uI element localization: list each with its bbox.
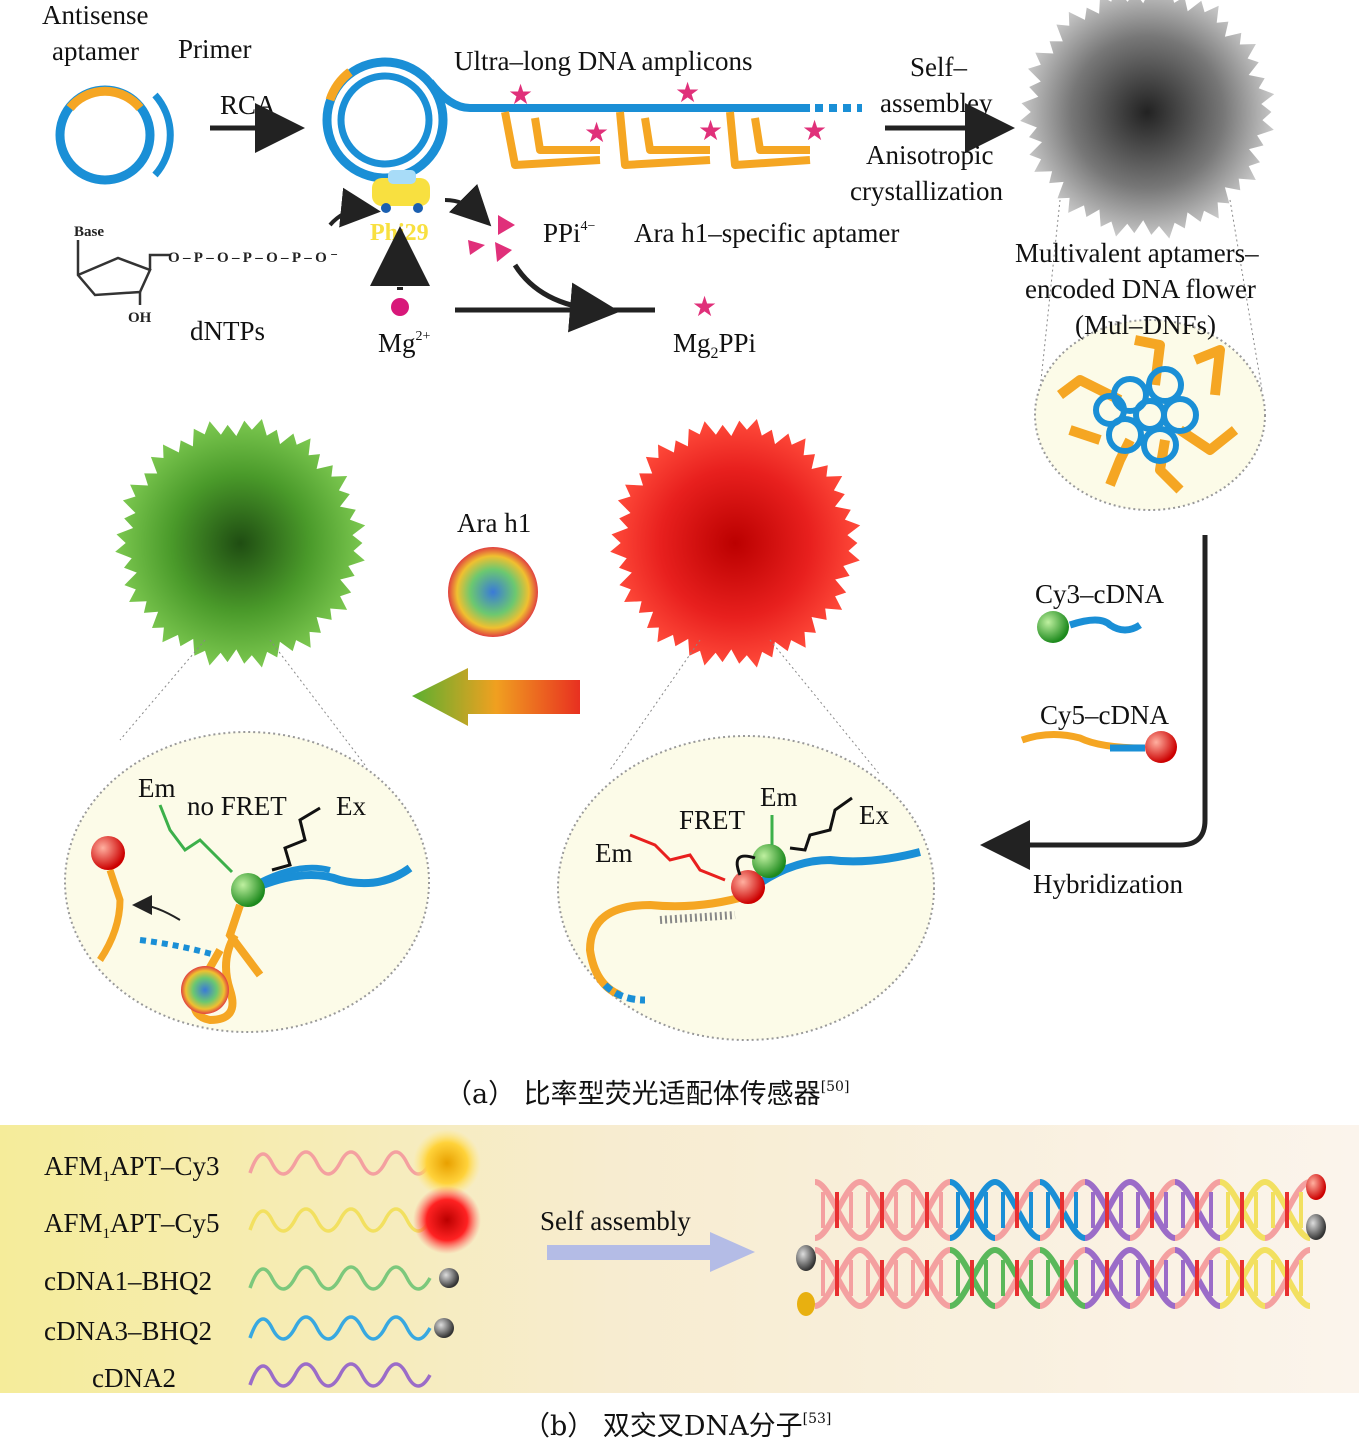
bhq2-ball [434, 1318, 454, 1338]
self-label: Self– [910, 52, 967, 82]
strand-label: cDNA2 [92, 1363, 176, 1393]
star-icon: ★ [692, 290, 717, 323]
ara-aptamer-label: Ara h1–specific aptamer [634, 218, 899, 248]
cy3-label: Cy3–cDNA [1035, 579, 1164, 609]
anisotropic-label: Anisotropic [866, 140, 994, 170]
self-assembly-arrow [547, 1232, 755, 1272]
rca-template-circle [55, 85, 174, 185]
no-fret-zoom [64, 639, 430, 1033]
strand-label: AFM1APT–Cy5 [44, 1208, 220, 1242]
oh-label: OH [128, 310, 152, 326]
left-em-label: Em [138, 773, 176, 803]
dnf-label-1: Multivalent aptamers– [1015, 238, 1259, 268]
cy3-green-ball [1037, 611, 1069, 643]
strand-wave [248, 1315, 432, 1341]
self-assembly-label: Self assembly [540, 1206, 691, 1236]
dntps-label: dNTPs [190, 316, 265, 346]
dnf-label-2: encoded DNA flower [1025, 274, 1256, 304]
ppi-triangles [468, 215, 515, 262]
strand-label: cDNA1–BHQ2 [44, 1266, 212, 1296]
primer-label: Primer [178, 34, 252, 64]
crystallization-label: crystallization [850, 176, 1003, 206]
pink-stars: ★ ★ ★ ★ ★ ★ [508, 76, 827, 323]
fret-label: FRET [679, 805, 746, 835]
cy3-ball [231, 873, 265, 907]
assembley-label: assembley [880, 88, 993, 118]
color-change-arrow [412, 668, 580, 726]
ara-h1-protein [448, 547, 538, 637]
dna-flower-red [610, 419, 861, 668]
mg2ppi-label: Mg2PPi [673, 328, 756, 362]
cy5-red-ball [1145, 731, 1177, 763]
cy5-ball [91, 836, 125, 870]
rca-amplification [322, 57, 862, 183]
bhq2-end-ball [796, 1245, 816, 1271]
fret-zoom [557, 639, 935, 1041]
bhq2-ball [439, 1268, 459, 1288]
amplicons-label: Ultra–long DNA amplicons [454, 46, 752, 76]
star-icon: ★ [698, 114, 723, 147]
mg-label: Mg2+ [378, 328, 431, 358]
cy5-end-ball [1306, 1174, 1326, 1200]
dna-flower-gray [1020, 0, 1275, 239]
star-icon: ★ [508, 78, 533, 111]
phi29-car-icon [372, 170, 430, 213]
base-label: Base [74, 224, 104, 240]
strand-wave [248, 1265, 432, 1291]
cy5-ball [731, 870, 765, 904]
strand-wave [248, 1150, 432, 1176]
cy5-label: Cy5–cDNA [1040, 700, 1169, 730]
aptamer-label: aptamer [52, 36, 139, 66]
star-icon: ★ [584, 116, 609, 149]
caption-b: （b） 双交叉DNA分子[53] [523, 1411, 831, 1442]
cy3-glow [413, 1129, 481, 1197]
rca-label: RCA [220, 90, 276, 120]
ara-h1-label: Ara h1 [457, 508, 531, 538]
hybridization-label: Hybridization [1033, 869, 1183, 899]
star-icon: ★ [802, 114, 827, 147]
antisense-label: Antisense [42, 0, 149, 30]
cy5-glow [413, 1186, 481, 1254]
dntp-structure [76, 240, 170, 305]
hybridization-arrow [980, 535, 1208, 870]
mg2ppi-arrow [455, 263, 655, 310]
strand-wave [248, 1207, 432, 1233]
ppi-label: PPi4− [543, 218, 596, 248]
phi29-label: Phi29 [370, 220, 429, 246]
cy3-ball [752, 844, 786, 878]
dna-flower-green [115, 419, 366, 668]
bhq2-end-ball [1306, 1214, 1326, 1240]
dnf-zoom-ellipse [1034, 199, 1266, 511]
phosphate-chain: O–P–O–P–O–P–O⁻ [168, 250, 338, 266]
double-crossover-dna [814, 1179, 1311, 1309]
right-em-label-green: Em [760, 782, 798, 812]
bound-protein [181, 966, 229, 1014]
cy3-strand [1068, 616, 1142, 634]
strand-label: AFM1APT–Cy3 [44, 1151, 220, 1185]
cy3-end-ball [797, 1292, 815, 1316]
no-fret-label: no FRET [187, 791, 287, 821]
strand-label: cDNA3–BHQ2 [44, 1316, 212, 1346]
dnf-label-3: (Mul–DNFs) [1075, 310, 1216, 340]
strand-wave [248, 1362, 432, 1388]
star-icon: ★ [675, 76, 700, 109]
left-ex-label: Ex [336, 791, 366, 821]
ppi-release-arrow [444, 183, 492, 227]
mg-ion-ball [391, 298, 409, 316]
dntp-arrow [328, 187, 381, 228]
right-em-label-red: Em [595, 838, 633, 868]
caption-a: （a） 比率型荧光适配体传感器[50] [445, 1079, 849, 1110]
right-ex-label: Ex [859, 800, 889, 830]
